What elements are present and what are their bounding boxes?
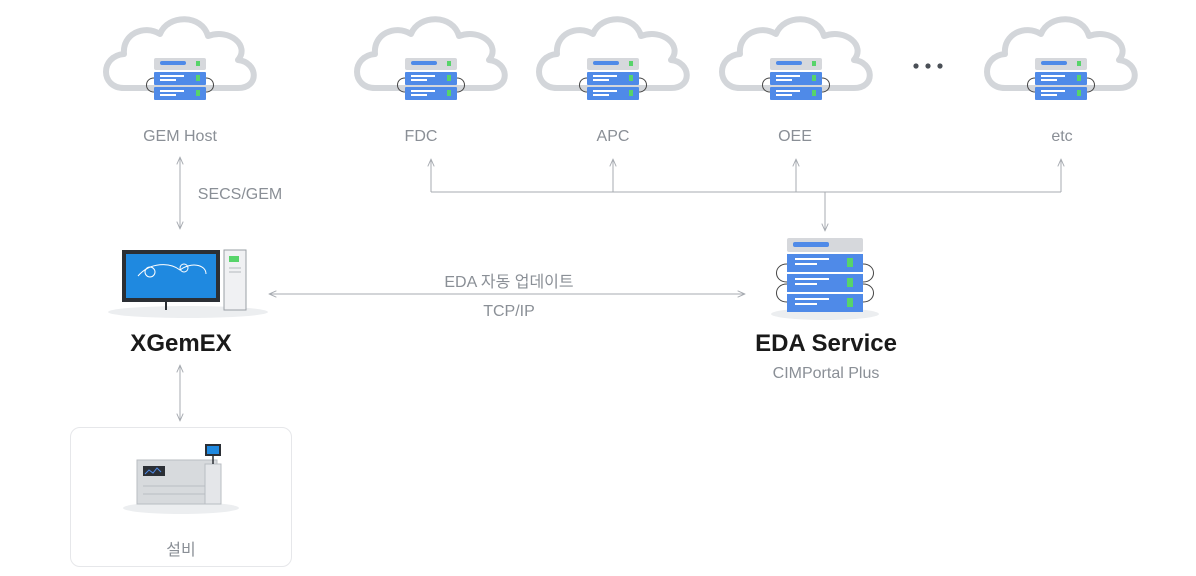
tcp-ip-label: TCP/IP xyxy=(483,303,535,320)
xgemex-title: XGemEX xyxy=(130,330,232,357)
cloud-label-etc: etc xyxy=(1051,128,1073,145)
eda-service-subtitle: CIMPortal Plus xyxy=(772,365,880,382)
cloud-label-fdc: FDC xyxy=(404,128,438,145)
eda-service-title: EDA Service xyxy=(755,330,897,357)
eda-server-icon xyxy=(771,238,879,320)
cloud-label-oee: OEE xyxy=(778,128,812,145)
server-icon xyxy=(146,57,214,101)
cloud-label-apc: APC xyxy=(596,128,630,145)
server-icon xyxy=(1027,57,1095,101)
cloud-etc xyxy=(987,19,1135,101)
cloud-apc xyxy=(539,19,687,101)
ellipsis-icon xyxy=(913,63,943,69)
cloud-fdc xyxy=(357,19,505,101)
cloud-gem-host xyxy=(106,19,254,101)
eda-update-label: EDA 자동 업데이트 xyxy=(444,274,574,291)
equipment-label: 설비 xyxy=(166,542,196,559)
computer-icon xyxy=(108,249,268,318)
server-icon xyxy=(397,57,465,101)
server-icon xyxy=(762,57,830,101)
secs-gem-label: SECS/GEM xyxy=(197,186,283,203)
bus-connector xyxy=(431,160,1061,230)
server-icon xyxy=(579,57,647,101)
equipment-icon xyxy=(123,444,239,514)
equipment-card: 설비 xyxy=(70,427,292,567)
cloud-oee xyxy=(722,19,870,101)
cloud-label-gem-host: GEM Host xyxy=(143,128,217,145)
